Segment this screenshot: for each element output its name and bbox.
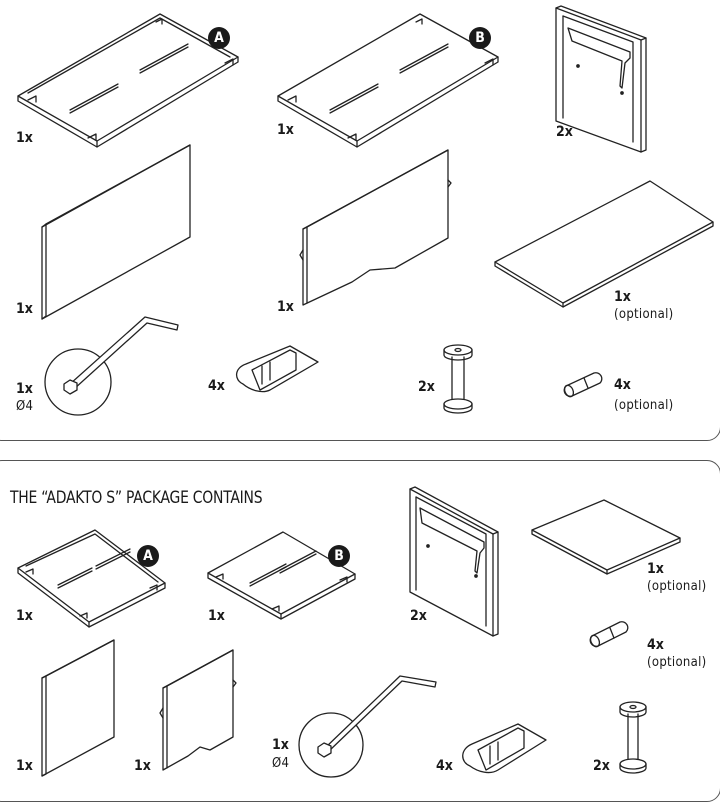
quantity-label: 1x (277, 299, 294, 315)
label-b-badge: B (469, 27, 491, 49)
shelf-panel-icon (531, 499, 681, 575)
quantity-label: 2x (593, 758, 610, 774)
front-panel-icon (159, 649, 237, 771)
quantity-label: 4x (208, 378, 225, 394)
hex-key-icon (298, 675, 437, 778)
quantity-label: 2x (410, 608, 427, 624)
board-b-icon (207, 531, 356, 620)
label-a-badge: A (208, 27, 230, 49)
quantity-label: 4x (647, 637, 664, 653)
foot-bracket-icon (462, 723, 547, 774)
quantity-label: 1x (614, 289, 631, 305)
optional-note: (optional) (647, 579, 707, 594)
quantity-label: 1x (16, 301, 33, 317)
quantity-label: 1x (277, 122, 294, 138)
back-panel-icon (41, 144, 191, 320)
optional-note: (optional) (647, 655, 707, 670)
size-note: Ø4 (16, 399, 34, 414)
label-b-badge: B (328, 545, 350, 567)
quantity-label: 4x (614, 377, 631, 393)
side-panel-icon (409, 486, 499, 637)
board-a-icon (17, 529, 166, 628)
quantity-label: 1x (16, 381, 33, 397)
quantity-label: 1x (134, 758, 151, 774)
shelf-panel-icon (494, 180, 714, 308)
optional-note: (optional) (614, 307, 674, 322)
side-panel-icon (555, 5, 647, 153)
quantity-label: 2x (556, 124, 573, 140)
quantity-label: 4x (436, 758, 453, 774)
quantity-label: 1x (16, 608, 33, 624)
parts-illustration (17, 5, 714, 778)
quantity-label: 1x (16, 130, 33, 146)
board-b-icon (277, 13, 499, 148)
package-section-large (0, 0, 720, 441)
quantity-label: 1x (272, 737, 289, 753)
package-title: THE “ADAKTO S” PACKAGE CONTAINS (10, 488, 263, 508)
dowel-icon (563, 372, 603, 398)
dowel-icon (589, 621, 629, 648)
quantity-label: 1x (647, 561, 664, 577)
hex-key-icon (44, 316, 179, 416)
quantity-label: 2x (418, 379, 435, 395)
quantity-label: 1x (208, 608, 225, 624)
foot-bracket-icon (235, 345, 319, 393)
label-a-badge: A (137, 545, 159, 567)
optional-note: (optional) (614, 398, 674, 413)
board-a-icon (17, 13, 239, 148)
screw-bolt-icon (619, 701, 647, 774)
quantity-label: 1x (16, 758, 33, 774)
back-panel-icon (41, 639, 115, 777)
size-note: Ø4 (272, 756, 290, 771)
screw-bolt-icon (443, 344, 473, 414)
front-panel-icon (299, 149, 452, 306)
